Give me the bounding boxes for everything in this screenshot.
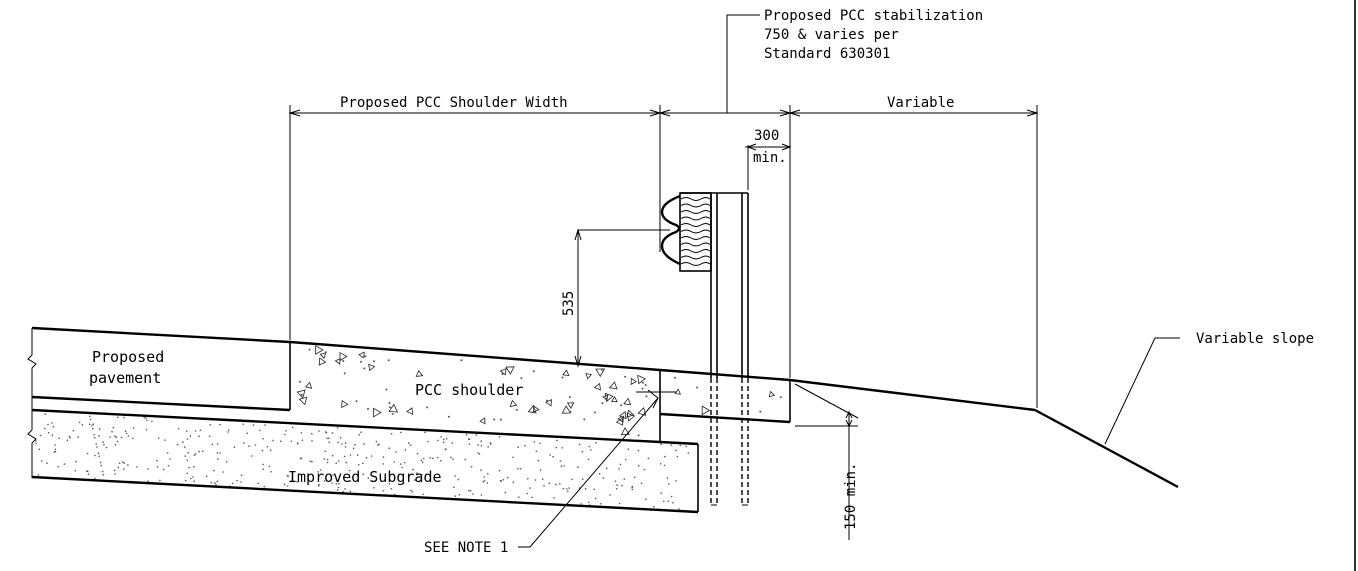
- subgrade-texture: [35, 413, 690, 510]
- annotation-labels: Proposed PCC stabilization 750 & varies …: [89, 8, 1314, 556]
- leader-lines: [518, 14, 1180, 548]
- variable-slope-label: Variable slope: [1196, 331, 1314, 347]
- verge-ground-line: [789, 378, 1179, 489]
- callout-line-3: Standard 630301: [764, 46, 890, 62]
- callout-line-2: 750 & varies per: [764, 27, 899, 43]
- shoulder-width-label: Proposed PCC Shoulder Width: [340, 95, 568, 111]
- improved-subgrade: [31, 440, 699, 514]
- dim-min-label: min.: [753, 150, 787, 166]
- pavement-label-line-1: Proposed: [92, 348, 164, 366]
- subgrade-label: Improved Subgrade: [288, 468, 442, 486]
- callout-line-1: Proposed PCC stabilization: [764, 8, 983, 24]
- dim-300-label: 300: [754, 128, 779, 144]
- break-line-symbol: [27, 328, 37, 478]
- dimension-lines: [288, 105, 1039, 540]
- guardrail-assembly: [660, 192, 749, 506]
- pcc-shoulder-label: PCC shoulder: [415, 381, 523, 399]
- dim-535-label: 535: [561, 291, 577, 316]
- proposed-pavement: [31, 326, 291, 412]
- pcc-shoulder: [31, 340, 661, 444]
- pcc-stabilization-block: [659, 368, 791, 424]
- see-note-label: SEE NOTE 1: [424, 540, 508, 556]
- pavement-label-line-2: pavement: [89, 369, 161, 387]
- variable-label: Variable: [887, 95, 954, 111]
- dim-150-label: 150 min.: [843, 463, 859, 530]
- concrete-texture: [296, 345, 782, 437]
